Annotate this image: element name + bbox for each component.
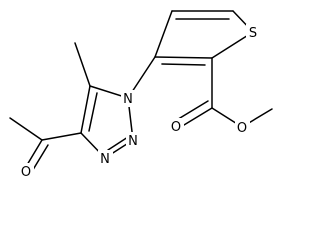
atom-label-ester-carbonyl-oxygen: O bbox=[171, 120, 181, 135]
bond-c5-c4 bbox=[80, 85, 91, 134]
bond-carbonyl-o-double-a bbox=[178, 107, 213, 129]
bond-c4-acetyl-c bbox=[41, 132, 82, 141]
bond-c5-methyl bbox=[74, 42, 91, 87]
atom-label-triazole-n1: N bbox=[123, 92, 133, 107]
triazole-ring bbox=[80, 56, 156, 159]
atom-label-triazole-n3: N bbox=[100, 152, 110, 167]
atom-label-triazole-n2: N bbox=[128, 134, 138, 149]
bond-c3-c4 bbox=[154, 10, 173, 58]
atom-labels: S N N N O O O bbox=[19, 24, 261, 179]
bond-carbonyl-o-double-b bbox=[174, 100, 209, 122]
bond-c5-c4-inner bbox=[88, 92, 98, 132]
atom-label-acetyl-oxygen: O bbox=[21, 165, 31, 179]
thiophene-ring bbox=[154, 10, 254, 66]
atom-label-sulfur: S bbox=[249, 26, 257, 41]
bond-acetyl-c-methyl bbox=[9, 117, 43, 141]
bond-c2-c3-inner bbox=[161, 63, 206, 66]
methyl-ester-group bbox=[174, 57, 273, 129]
atom-label-ester-ether-oxygen: O bbox=[237, 121, 247, 136]
molecule-diagram: S N N N O O O bbox=[9, 10, 273, 179]
bond-n3-n2-inner bbox=[107, 136, 129, 151]
bond-c2-c3 bbox=[154, 56, 213, 59]
